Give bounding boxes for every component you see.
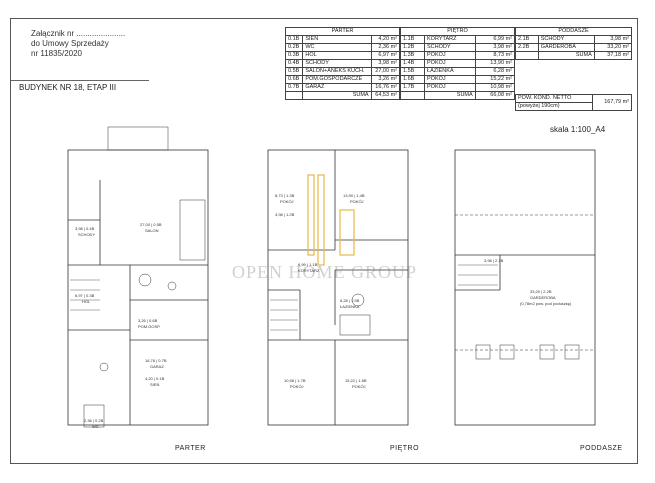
room-label-pschody: 3,98 | 1.2B [275,212,295,217]
contract-line: do Umowy Sprzedaży [31,39,109,48]
room-name-sien: SIEŃ [150,382,159,387]
room-label-p14: 13,90 | 1.4B [343,193,365,198]
room-label-garderoba: 33,20 | 2.2B [530,289,552,294]
room-name-salon: SALON [145,228,159,233]
watermark: OPEN HOME GROUP [232,262,418,282]
scale-label: skala 1:100_A4 [550,125,606,134]
room-label-pomgosp: 3,26 | 0.6B [138,318,158,323]
room-name-lazienka: ŁAZIENKA [340,304,360,309]
room-label-korytarz: 6,99 | 1.1B [298,262,318,267]
floor-label-parter: PARTER [175,445,206,452]
room-label-wc: 2,36 | 0.2B [84,418,104,423]
room-name-wc: WC [92,424,99,429]
room-name-pomgosp: POM.GOSP. [138,324,160,329]
building-label: BUDYNEK NR 18, ETAP III [11,80,149,94]
room-label-schody0: 3,98 | 0.4B [75,226,95,231]
room-label-schody2: 3,98 | 2.1B [484,258,504,263]
poddasze-sum: 37,18 m² [593,51,633,60]
highlight-marks [307,174,355,266]
room-label-p13: 8,73 | 1.3B [275,193,295,198]
attachment-header: Załącznik nr ...................... do U… [11,19,149,97]
room-label-p16: 15,22 | 1.6B [345,378,367,383]
room-name-garaz: GARAŻ [150,364,164,369]
room-label-sien: 4,20 | 0.1B [145,376,165,381]
room-label-garaz: 16,76 | 0.7B [145,358,167,363]
room-name-schody0: SCHODY [78,232,95,237]
net-area-value: 167,79 m² [591,94,633,111]
parter-outline [67,149,209,426]
room-name-p16: POKÓJ [352,384,366,389]
room-label-p17: 10,98 | 1.7B [284,378,306,383]
room-name-p13: POKÓJ [280,199,294,204]
pietro-sum: 66,08 m² [474,91,516,100]
room-label-lazienka: 6,28 | 1.5B [340,298,360,303]
room-name-korytarz: KORYTARZ [298,268,320,273]
floor-label-pietro: PIĘTRO [390,445,420,452]
room-name-hol: HOL [82,299,91,304]
pietro-outline [267,149,409,426]
contract-number: nr 11835/2020 [31,49,83,58]
room-name-garderoba: GARDEROBA [530,295,556,300]
sheet-frame [10,18,638,464]
net-area-sublabel: (powyżej 190cm) [515,102,593,111]
room-label-hol: 6,97 | 0.3B [75,293,95,298]
room-label-salon: 27,00 | 0.5B [140,222,162,227]
room-name-p14: POKÓJ [350,199,364,204]
attachment-line: Załącznik nr ...................... [31,29,126,38]
parter-porch [107,126,169,151]
floor-label-poddasze: PODDASZE [580,445,623,452]
poddasze-outline [454,149,596,426]
room-name-p17: POKÓJ [290,384,304,389]
garderoba-note: (0,78m2 pow. pod poduszkę) [520,301,572,306]
parter-sum: 64,53 m² [370,91,401,100]
